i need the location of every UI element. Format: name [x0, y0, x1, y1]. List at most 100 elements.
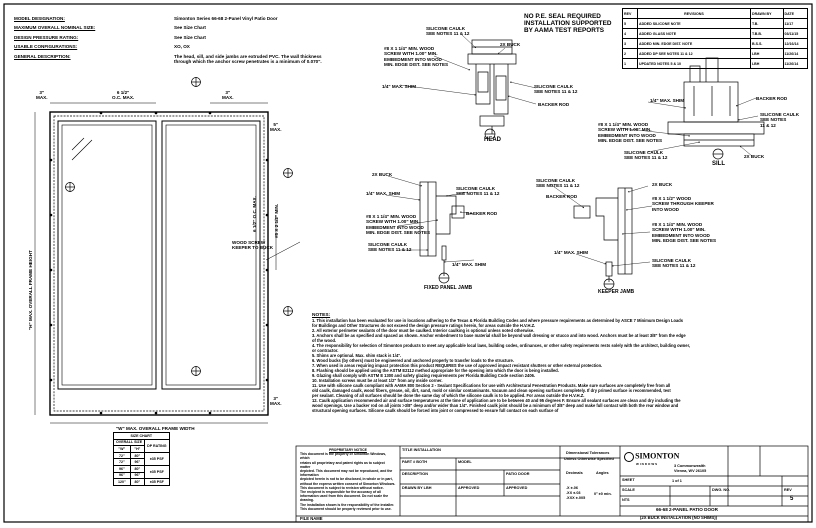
notes-block: NOTES: 1. This installation has been eva… — [312, 313, 804, 413]
title-block-frame — [295, 445, 809, 523]
spec-block: MODEL DESIGNATION: Simonton Series 66-68 … — [14, 16, 322, 64]
door-elevation — [34, 77, 301, 424]
tb-desc-field: DESCRIPTION — [402, 472, 428, 476]
spec-value: See Size Chart — [174, 25, 206, 31]
note-line: per sealant. Cleaning of all surfaces sh… — [312, 393, 585, 398]
note-line: 12. Caulk application recommended air an… — [312, 398, 681, 403]
dim-top-right: 3"MAX. — [222, 90, 234, 101]
tb-rev-label: REV — [784, 488, 792, 492]
head-buck-label: 2X BUCK — [500, 42, 521, 47]
head-title: HEAD — [484, 137, 502, 143]
tb-rev-value: 5 — [790, 496, 794, 502]
proprietary-notice: PROPRIETARY NOTICE This document is the … — [300, 448, 396, 511]
note-line: 7. When used in areas requiring impact p… — [312, 363, 603, 368]
rev-header: DRAWN BY — [749, 8, 784, 19]
spec-label: DESIGN PRESSURE RATING: — [14, 34, 79, 40]
spec-label: USABLE CONFIGURATIONS: — [14, 44, 78, 50]
head-shim-label: 1/4" MAX. SHIM — [382, 84, 417, 89]
tb-dwg-label: DWG. NO. — [712, 488, 731, 492]
notes-title: NOTES: — [312, 313, 331, 318]
rev-header: REV — [622, 8, 638, 19]
tb-model-field: MODEL — [458, 460, 472, 464]
fj-backer-label: BACKER ROD — [466, 211, 498, 216]
spec-value: The head, sill, and side jambs are extru… — [174, 53, 322, 59]
note-line: 8. Flashing should be applied using the … — [312, 368, 559, 373]
note-line: 9. Glazing shall comply with ASTM E 1300… — [312, 373, 536, 378]
tb-approved-field: APPROVED — [458, 486, 480, 490]
spec-value: Simonton Series 66-68 2-Panel Vinyl Pati… — [174, 16, 278, 21]
table-row: 72"80"±35 PSF — [113, 451, 170, 466]
tb-title-field: TITLE INSTALLATION — [402, 448, 441, 452]
seal-line: INSTALLATION SUPPORTED — [524, 20, 612, 27]
drawing-subtitle: (2X BUCK INSTALLATION (NO SHIMS)) — [640, 515, 718, 520]
sill-backer-label: BACKER ROD — [756, 96, 788, 101]
tb-sheet-value: 1 of 1 — [672, 479, 682, 483]
tb-part-field: PART # BOTH — [402, 460, 428, 464]
rev-header: DATE — [782, 8, 808, 19]
dim-top-left: 3"MAX. — [36, 90, 48, 101]
note-line: 4. The responsibility for selection of S… — [312, 343, 691, 348]
table-row: 96"96" — [113, 471, 170, 480]
fixed-jamb-title: FIXED PANEL JAMB — [424, 285, 473, 291]
tolerance-decimals: Decimals — [566, 471, 583, 475]
table-row: 120"80"±35 PSF — [113, 478, 170, 486]
note-line: 5. Shims are optional. Max. shim stack i… — [312, 353, 402, 358]
note-line: 6. Wood bucks (by others) must be engine… — [312, 358, 514, 363]
spec-label: GENERAL DESCRIPTION: — [14, 53, 71, 59]
dim-width: "W" MAX. OVERALL FRAME WIDTH — [116, 426, 195, 431]
tolerance-angles: Angles — [596, 471, 609, 475]
sill-title: SILL — [712, 161, 725, 167]
head-backer-label: BACKER ROD — [538, 102, 570, 107]
tb-sheet-label: SHEET — [622, 478, 635, 482]
tolerance-values: .X ±.06.XX ±.03.XXX ±.005 — [566, 486, 586, 500]
tolerance-title: Dimensional Tolerances — [566, 451, 610, 455]
fj-shim-label: 1/4" MAX. SHIM — [366, 191, 401, 196]
note-line: 1. This installation has been evaluated … — [312, 318, 684, 323]
fj-buck-label: 2X BUCK — [372, 172, 393, 177]
seal-line: NO P.E. SEAL REQUIRED — [524, 13, 601, 20]
spec-label: MODEL DESIGNATION: — [14, 16, 65, 21]
keeper-jamb-detail — [573, 187, 633, 290]
note-line: wood openings. Use a backer rod on all j… — [312, 403, 679, 408]
spec-value: See Size Chart — [174, 34, 206, 40]
tb-approved-value: APPROVED — [506, 486, 528, 490]
head-section-detail — [467, 39, 517, 140]
dim-right-top: 5"MAX. — [270, 122, 282, 133]
tolerance-angle-value: 0° ±0 min. — [594, 492, 612, 496]
dim-right-bot: 3"MAX. — [270, 396, 282, 407]
tb-scale-label: SCALE — [622, 488, 635, 492]
fj-shim2-label: 1/4" MAX. SHIM — [452, 262, 487, 267]
file-name-label: FILE NAME — [300, 516, 323, 521]
seal-note: NO P.E. SEAL REQUIRED INSTALLATION SUPPO… — [524, 13, 611, 34]
keeper-jamb-title: KEEPER JAMB — [598, 289, 635, 295]
kj-shim-label: 1/4" MAX. SHIM — [554, 250, 589, 255]
note-line: structural opening surfaces. Silicone ca… — [312, 408, 559, 413]
note-line: 11. Use with silicone caulk compliant wi… — [312, 383, 671, 388]
sill-buck-label: 2X BUCK — [744, 154, 765, 159]
kj-buck-label: 2X BUCK — [652, 182, 673, 187]
dim-height: "H" MAX. OVERALL FRAME HEIGHT — [28, 250, 33, 330]
note-line: of the wood. — [312, 338, 337, 343]
note-line: or contractor. — [312, 348, 339, 353]
dim-top-mid: 6 1/2"O.C. MAX. — [112, 90, 135, 101]
tb-desc-value: PATIO DOOR — [506, 472, 530, 476]
